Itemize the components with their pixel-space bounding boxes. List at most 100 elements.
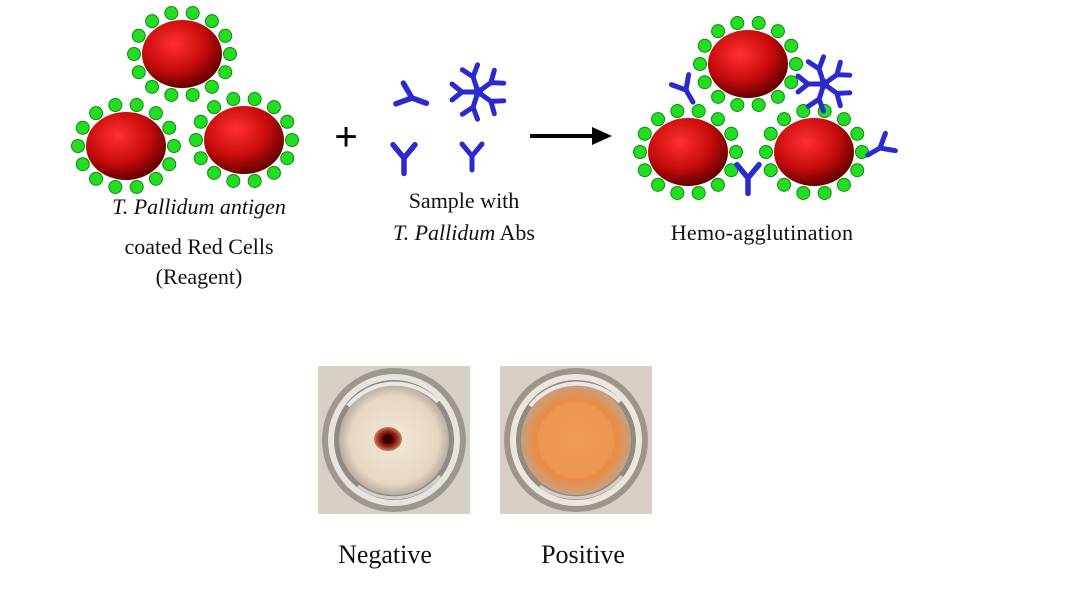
antigen-dot xyxy=(710,177,725,192)
antigen-dot xyxy=(148,171,163,186)
antigen-dot xyxy=(129,179,144,194)
antigen-dot xyxy=(218,28,233,43)
antigen-dot xyxy=(784,75,799,90)
antibody-icon xyxy=(459,141,485,173)
antigen-dot xyxy=(207,100,222,115)
antigen-dot xyxy=(127,47,141,61)
antigen-dot xyxy=(108,179,123,194)
bridging-igm-icon xyxy=(795,54,853,114)
antigen-dot xyxy=(763,163,778,178)
antigen-dot xyxy=(770,89,785,104)
antibody-icon xyxy=(393,80,430,107)
antigen-dot xyxy=(223,47,237,61)
bridging-antibody-icon xyxy=(734,162,762,197)
antigen-dot xyxy=(148,106,163,121)
antigen-dot xyxy=(164,87,179,102)
antigen-dot xyxy=(817,185,832,200)
antigen-dot xyxy=(724,163,739,178)
reagent-cell-left xyxy=(71,98,181,194)
red-cell-body xyxy=(648,118,728,186)
antigen-dot xyxy=(71,139,85,153)
bridging-antibody-icon xyxy=(865,130,898,158)
red-cell-body xyxy=(142,20,222,88)
red-cell-body xyxy=(86,112,166,180)
antigen-dot xyxy=(784,38,799,53)
antigen-dot xyxy=(280,151,295,166)
antigen-dot xyxy=(651,112,666,127)
reagent-cell-top xyxy=(127,6,237,102)
igm-antibody-icon xyxy=(449,62,507,122)
antigen-dot xyxy=(777,112,792,127)
antigen-dot xyxy=(266,165,281,180)
antigen-dot xyxy=(637,163,652,178)
reagent-label-line2: coated Red Cells xyxy=(124,234,274,259)
antigen-dot xyxy=(670,104,685,119)
result-label: Hemo-agglutination xyxy=(670,220,854,245)
sample-label-line1: Sample with xyxy=(408,188,520,213)
antigen-dot xyxy=(751,97,766,112)
antigen-dot xyxy=(711,24,726,39)
antigen-dot xyxy=(751,16,766,31)
antigen-dot xyxy=(207,165,222,180)
antigen-dot xyxy=(836,112,851,127)
antigen-dot xyxy=(670,185,685,200)
reagent-label-line3: (Reagent) xyxy=(155,264,243,289)
antigen-dot xyxy=(285,133,299,147)
antigen-dot xyxy=(280,114,295,129)
antigen-dot xyxy=(204,79,219,94)
antigen-dot xyxy=(266,100,281,115)
antigen-dot xyxy=(204,14,219,29)
antigen-dot xyxy=(193,151,208,166)
antigen-dot xyxy=(226,173,241,188)
antigen-dot xyxy=(763,126,778,141)
antigen-dot xyxy=(164,6,179,21)
antigen-dot xyxy=(697,75,712,90)
antigen-dot xyxy=(75,157,90,172)
agglutinated-cell-left xyxy=(633,104,743,200)
antigen-dot xyxy=(789,57,803,71)
antigen-dot xyxy=(193,114,208,129)
antigen-dot xyxy=(145,14,160,29)
antigen-dot xyxy=(710,112,725,127)
antigen-dot xyxy=(693,57,707,71)
antigen-dot xyxy=(108,98,123,113)
red-cell-body xyxy=(708,30,788,98)
red-cell-body xyxy=(774,118,854,186)
positive-well-photo xyxy=(500,366,652,514)
arrow-icon xyxy=(530,127,612,145)
antigen-dot xyxy=(711,89,726,104)
bridging-antibody-icon xyxy=(668,72,696,105)
antigen-dot xyxy=(651,177,666,192)
antigen-dot xyxy=(185,87,200,102)
antigen-dot xyxy=(637,126,652,141)
antigen-dot xyxy=(770,24,785,39)
antigen-dot xyxy=(131,28,146,43)
antigen-dot xyxy=(777,177,792,192)
antigen-dot xyxy=(226,92,241,107)
antigen-dot xyxy=(724,126,739,141)
antigen-dot xyxy=(185,6,200,21)
antigen-dot xyxy=(633,145,647,159)
antigen-dot xyxy=(796,185,811,200)
antigen-dot xyxy=(759,145,773,159)
antigen-dot xyxy=(247,92,262,107)
antigen-dot xyxy=(247,173,262,188)
antigen-dot xyxy=(167,139,181,153)
antigen-dot xyxy=(162,157,177,172)
antigen-dot xyxy=(697,38,712,53)
plus-operator: + xyxy=(334,115,357,159)
antigen-dot xyxy=(691,104,706,119)
reagent-label-line1: T. Pallidum antigen xyxy=(112,194,286,219)
antigen-dot xyxy=(189,133,203,147)
antigen-dot xyxy=(162,120,177,135)
antibody-suffix: Abs xyxy=(495,220,535,245)
antigen-dot xyxy=(131,65,146,80)
antigen-dot xyxy=(218,65,233,80)
organism-name: T. Pallidum xyxy=(392,220,496,245)
antigen-dot xyxy=(145,79,160,94)
antigen-dot xyxy=(691,185,706,200)
antibody-icon xyxy=(390,142,418,177)
positive-label: Positive xyxy=(541,540,625,569)
antigen-dot xyxy=(89,171,104,186)
sample-label-line2: T. Pallidum Abs xyxy=(350,222,578,244)
